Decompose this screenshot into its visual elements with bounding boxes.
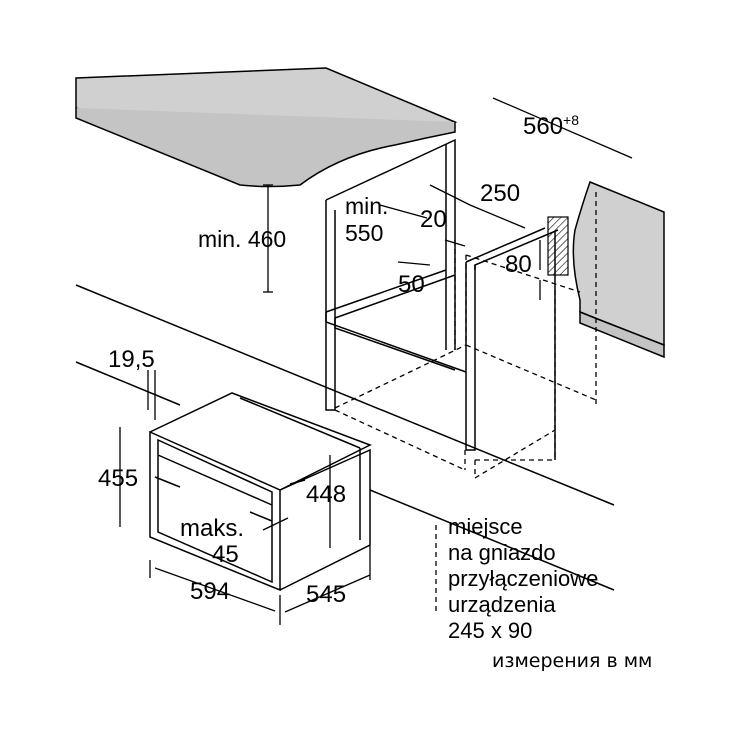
dimension-lines (119, 97, 633, 625)
front-height-label: 448 (306, 481, 347, 508)
socket-note-line-1: miejsce (448, 514, 523, 539)
cabinet (75, 138, 615, 591)
socket-note-line-4: urządzenia (448, 592, 556, 617)
side-offset-label: 20 (420, 206, 447, 233)
niche-width-label: 560+8 (523, 113, 579, 139)
socket-note-line-3: przyłączeniowe (448, 566, 599, 591)
niche-width-tolerance: +8 (563, 112, 580, 128)
niche-width-value: 560 (523, 113, 564, 140)
cabinet-min-height-label: min. 460 (198, 226, 287, 252)
appliance-height-label: 455 (98, 465, 139, 492)
hidden-outline (334, 192, 597, 612)
worktop-right (572, 181, 665, 359)
units-caption: измерения в мм (492, 650, 653, 672)
max-label: maks. (180, 515, 245, 542)
socket-height-label: 80 (505, 251, 532, 278)
appliance-depth-label: 545 (306, 581, 347, 608)
cabinet-min-depth-label-2: 550 (345, 220, 384, 246)
socket-box (547, 216, 569, 276)
cabinet-min-depth-label-1: min. (345, 193, 389, 219)
socket-note-line-5: 245 x 90 (448, 618, 533, 643)
max-value-label: 45 (212, 541, 239, 568)
socket-offset-label: 50 (398, 271, 425, 298)
appliance (149, 392, 372, 592)
rear-gap-label: 250 (480, 180, 521, 207)
worktop (75, 67, 458, 188)
appliance-width-label: 594 (190, 578, 231, 605)
panel-thickness-label: 19,5 (108, 346, 155, 373)
socket-note-line-2: na gniazdo (448, 540, 556, 565)
